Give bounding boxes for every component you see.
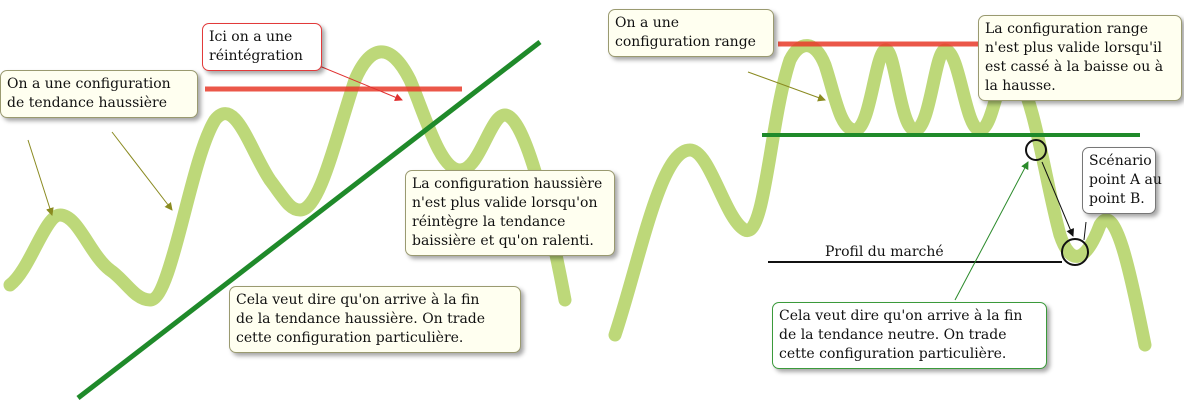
arrow-uptrend-to-wave-1 xyxy=(27,139,54,216)
callout-line: On a une configuration xyxy=(7,76,171,92)
arrow-uptrend-to-wave-2 xyxy=(111,131,173,211)
callout-line: de tendance haussière xyxy=(7,95,168,111)
callout-line: de la tendance haussière. On trade xyxy=(236,311,486,327)
callout-line: de la tendance neutre. On trade xyxy=(779,327,1007,343)
callout-scenario: Scénario point A au point B. xyxy=(1082,147,1162,214)
callout-range-invalid: La configuration range n'est plus valide… xyxy=(978,15,1182,101)
market-profile-label: Profil du marché xyxy=(825,244,944,260)
point-b-circle xyxy=(1061,238,1089,266)
callout-line: La configuration range xyxy=(985,21,1149,37)
callout-uptrend-invalid: La configuration haussière n'est plus va… xyxy=(405,170,615,256)
callout-line: réintégration xyxy=(209,48,303,64)
callout-neutral-end: Cela veut dire qu'on arrive à la fin de … xyxy=(772,302,1047,369)
callout-reintegration: Ici on a une réintégration xyxy=(202,23,322,71)
callout-line: cette configuration particulière. xyxy=(236,330,464,346)
callout-line: cette configuration particulière. xyxy=(779,346,1007,362)
callout-uptrend-end: Cela veut dire qu'on arrive à la fin de … xyxy=(229,286,521,353)
callout-range-configuration: On a une configuration range xyxy=(608,9,774,57)
callout-line: Cela veut dire qu'on arrive à la fin xyxy=(236,292,480,308)
callout-line: On a une xyxy=(615,15,680,31)
arrow-a-to-b xyxy=(1041,161,1074,237)
left-uptrend-line xyxy=(76,40,542,400)
callout-line: Ici on a une xyxy=(209,29,293,45)
callout-line: La configuration haussière xyxy=(412,176,603,192)
callout-line: réintègre la tendance xyxy=(412,214,566,230)
callout-uptrend-configuration: On a une configuration de tendance hauss… xyxy=(0,70,198,118)
callout-line: est cassé à la baisse ou à xyxy=(985,59,1164,75)
callout-line: n'est plus valide lorsqu'on xyxy=(412,195,598,211)
right-price-wave xyxy=(608,39,1152,352)
callout-line: n'est plus valide lorsqu'il xyxy=(985,40,1162,56)
callout-line: Cela veut dire qu'on arrive à la fin xyxy=(779,308,1023,324)
arrow-scenario-to-b xyxy=(1083,221,1087,241)
arrow-range-to-wave xyxy=(747,71,826,102)
callout-line: point A au xyxy=(1089,172,1162,188)
callout-line: la hausse. xyxy=(985,78,1056,94)
callout-line: point B. xyxy=(1089,191,1145,207)
callout-line: baissière et qu'on ralenti. xyxy=(412,233,594,249)
point-a-circle xyxy=(1025,139,1047,161)
left-price-wave xyxy=(3,45,572,307)
arrow-neutral-end-to-a xyxy=(954,161,1029,301)
callout-line: configuration range xyxy=(615,34,756,50)
callout-line: Scénario xyxy=(1089,153,1152,169)
